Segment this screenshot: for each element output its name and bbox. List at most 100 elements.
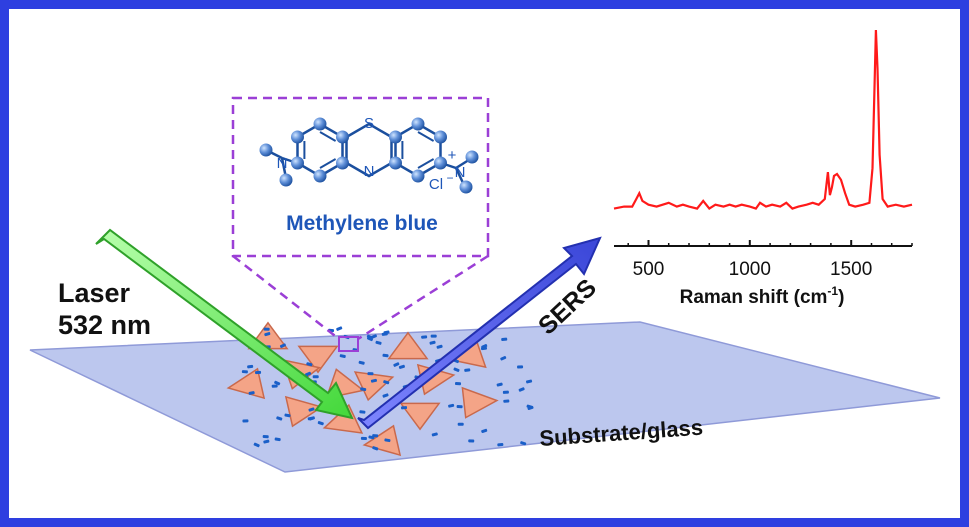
molecule-dot [497, 442, 504, 447]
carbon-atom-ball [389, 156, 402, 170]
molecule-dot [501, 337, 508, 342]
nanotriangle [226, 367, 266, 400]
charge-minus-label: − [446, 171, 453, 185]
atom-cl-label: Cl [429, 176, 443, 193]
callout-line-right [357, 254, 489, 341]
molecule-dot [262, 434, 269, 439]
molecule-dot [525, 379, 533, 384]
nanotriangle [297, 345, 339, 374]
molecule-dot [468, 439, 475, 443]
carbon-atom-ball [336, 130, 349, 144]
molecule-dot [448, 403, 455, 408]
molecule-callout-box [231, 96, 490, 258]
molecule-dot [359, 410, 366, 414]
nanotriangle [399, 402, 441, 431]
molecule-dot [367, 372, 374, 376]
atom-s-label: S [364, 115, 374, 132]
molecule-dot [241, 370, 248, 374]
charge-plus-label: + [448, 147, 457, 164]
carbon-atom-ball [313, 117, 327, 131]
molecule-dot [276, 416, 283, 421]
carbon-atom-ball [459, 180, 473, 194]
molecule-dot [429, 340, 436, 345]
molecule-dot [496, 382, 503, 387]
carbon-atom-ball [411, 169, 425, 183]
wavelength-label: 532 nm [58, 310, 151, 340]
molecule-dot [381, 332, 388, 336]
carbon-atom-ball [389, 130, 402, 144]
molecule-dot [368, 435, 375, 440]
x-tick-label: 500 [633, 259, 665, 280]
carbon-atom-ball [259, 143, 273, 157]
molecule-dot [255, 370, 262, 375]
molecule-dot [264, 332, 271, 337]
molecule-dot [306, 362, 313, 367]
molecule-dot [247, 364, 254, 369]
molecule-dot [372, 446, 379, 451]
carbon-atom-ball [313, 169, 327, 183]
molecule-dot [431, 432, 438, 437]
molecule-dot [430, 334, 437, 338]
molecule-dot [375, 340, 382, 345]
molecule-dot [527, 405, 534, 411]
molecule-dot [366, 334, 373, 340]
molecule-dot [274, 437, 281, 442]
molecule-dot [307, 416, 314, 421]
molecule-dot [336, 326, 343, 331]
molecule-dot [453, 367, 460, 372]
molecule-dot [393, 362, 400, 367]
double-bond [417, 158, 435, 169]
molecule-name: Methylene blue [286, 212, 438, 235]
molecule-dot [312, 375, 319, 379]
molecule-dot [454, 382, 462, 386]
molecule-dot [518, 387, 525, 392]
sers-arrow [357, 236, 602, 430]
molecule-dot [263, 439, 270, 444]
molecule-dot [481, 428, 488, 433]
double-bond [319, 158, 337, 169]
atom-n-left-label: N [277, 155, 288, 172]
nanotriangle [387, 331, 429, 360]
molecule-dot [384, 438, 391, 443]
molecule-dot [339, 354, 346, 358]
nanotriangle [362, 424, 402, 457]
carbon-atom-ball [434, 130, 447, 144]
nanotriangle [353, 371, 395, 402]
molecule-dot [502, 390, 509, 394]
gold-nanotriangles [226, 321, 499, 457]
x-tick-label: 1000 [729, 259, 771, 280]
nanotriangle [322, 403, 364, 434]
carbon-atom-ball [291, 156, 304, 170]
carbon-atom-ball [411, 117, 425, 131]
molecule-dot [248, 391, 255, 395]
molecule-dot [480, 346, 488, 351]
carbon-atom-ball [336, 156, 349, 170]
molecule-dot [242, 419, 249, 423]
molecule-dot [436, 344, 443, 349]
atom-n-right-label: N [455, 164, 466, 181]
double-bond [417, 131, 435, 142]
molecule-dot [456, 405, 463, 409]
molecule-dot [517, 365, 524, 369]
molecule-dot [317, 421, 324, 426]
molecule-dot [382, 393, 389, 398]
molecule-dot [503, 399, 510, 403]
nanotriangle [284, 395, 324, 428]
laser-label: Laser [58, 278, 131, 308]
molecule-dot [382, 353, 389, 358]
molecule-dot [421, 335, 428, 339]
molecule-dot [358, 360, 365, 365]
molecule-dot [271, 384, 278, 388]
x-tick-label: 1500 [830, 259, 872, 280]
zoom-region-marker [338, 336, 359, 352]
molecule-dot [398, 364, 405, 369]
carbon-atom-ball [434, 156, 447, 170]
carbon-atom-ball [279, 173, 293, 187]
molecule-dot [360, 436, 367, 441]
molecule-dot [308, 407, 315, 412]
molecule-dot [263, 327, 270, 331]
callout-line-left [232, 255, 340, 340]
molecule-dot [370, 378, 378, 383]
